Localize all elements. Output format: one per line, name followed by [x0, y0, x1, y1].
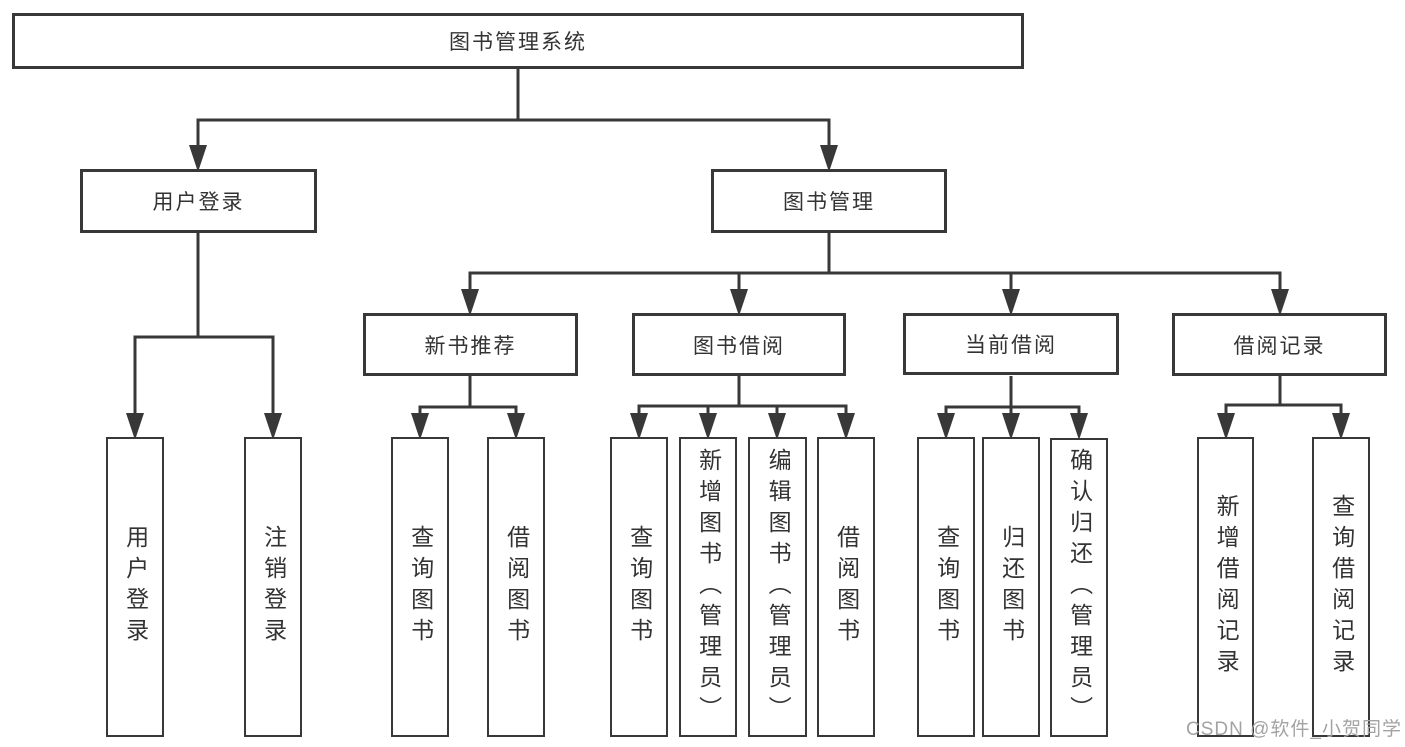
node-borrowing-records: 借阅记录	[1172, 313, 1387, 376]
node-book-borrowing: 图书借阅	[632, 313, 846, 376]
leaf-label: 归还图书	[998, 525, 1025, 649]
leaf-add-borrow-record: 新增借阅记录	[1197, 437, 1254, 737]
connector-book-management-branch	[468, 233, 1282, 295]
leaf-query-books-2: 查询图书	[610, 437, 668, 737]
leaf-logout: 注销登录	[244, 437, 302, 737]
connector-user-login-branch	[133, 233, 275, 425]
node-current-borrowing: 当前借阅	[903, 313, 1119, 375]
leaf-label: 查询借阅记录	[1328, 494, 1355, 680]
leaf-add-books-admin: 新增图书（管理员）	[679, 437, 737, 737]
csdn-watermark: CSDN @软件_小贺同学	[1186, 719, 1402, 740]
connector-book-borrow-branch	[637, 376, 848, 425]
leaf-query-books-3: 查询图书	[917, 437, 975, 737]
leaf-query-borrow-record: 查询借阅记录	[1312, 437, 1370, 737]
node-new-book-recommendation: 新书推荐	[363, 313, 578, 376]
leaf-label: 借阅图书	[503, 525, 530, 649]
leaf-label: 新增图书（管理员）	[695, 447, 722, 727]
leaf-label: 新增借阅记录	[1213, 494, 1240, 680]
leaf-label: 查询图书	[407, 525, 434, 649]
connector-borrow-record-branch	[1224, 376, 1343, 425]
connector-new-book-branch	[418, 376, 518, 425]
arrowhead-icons	[126, 145, 1350, 440]
leaf-borrow-books-1: 借阅图书	[487, 437, 545, 737]
leaf-label: 查询图书	[626, 525, 653, 649]
leaf-query-books-1: 查询图书	[391, 437, 449, 737]
leaf-return-books: 归还图书	[982, 437, 1040, 737]
node-user-login: 用户登录	[80, 169, 317, 233]
node-library-management-system: 图书管理系统	[12, 13, 1024, 69]
leaf-label: 用户登录	[122, 525, 149, 649]
leaf-label: 注销登录	[260, 525, 287, 649]
node-book-management: 图书管理	[711, 169, 947, 233]
leaf-edit-books-admin: 编辑图书（管理员）	[748, 437, 807, 737]
leaf-label: 编辑图书（管理员）	[765, 447, 792, 727]
leaf-user-login: 用户登录	[106, 437, 164, 737]
connector-root-to-level2	[196, 69, 831, 150]
leaf-label: 确认归还（管理员）	[1066, 448, 1093, 727]
leaf-label: 查询图书	[933, 525, 960, 649]
leaf-borrow-books-2: 借阅图书	[817, 437, 875, 737]
leaf-confirm-return-admin: 确认归还（管理员）	[1050, 438, 1108, 737]
leaf-label: 借阅图书	[833, 525, 860, 649]
